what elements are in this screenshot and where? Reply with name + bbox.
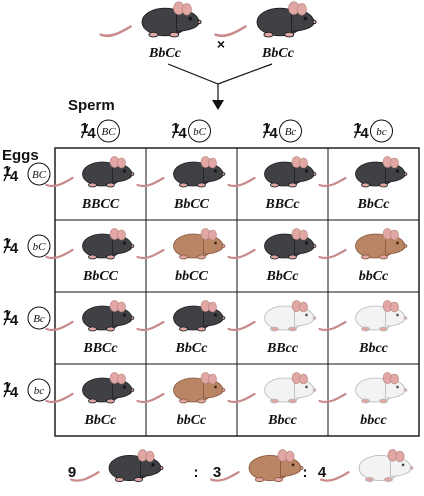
parent-genotype-right: BbCc: [261, 46, 295, 61]
offspring-mouse-white: [318, 371, 408, 405]
offspring-mouse-brown: [136, 227, 226, 261]
svg-text:1: 1: [3, 235, 11, 252]
offspring-mouse-black: [45, 299, 135, 333]
egg-gamete-BC: BC: [27, 162, 51, 186]
egg-fraction-Bc: 14: [3, 307, 19, 329]
egg-gamete-bc: bc: [27, 378, 51, 402]
svg-text:4: 4: [10, 384, 19, 401]
sperm-fraction-Bc: 14: [262, 120, 278, 142]
offspring-mouse-white: [318, 299, 408, 333]
egg-gamete-Bc: Bc: [27, 306, 51, 330]
offspring-mouse-white: [227, 299, 317, 333]
offspring-genotype: BbCc: [175, 341, 209, 356]
sperm-gamete-bC: bC: [188, 119, 211, 143]
offspring-genotype: BbCc: [84, 413, 118, 428]
offspring-mouse-brown: [318, 227, 408, 261]
svg-text:1: 1: [80, 120, 88, 137]
offspring-mouse-black: [45, 227, 135, 261]
offspring-mouse-brown: [136, 371, 226, 405]
offspring-genotype: Bbcc: [267, 413, 298, 428]
offspring-genotype: BBcc: [266, 341, 299, 356]
offspring-genotype: BbCC: [173, 197, 210, 212]
egg-gamete-bC: bC: [27, 234, 51, 258]
offspring-mouse-black: [227, 155, 317, 189]
svg-text:4: 4: [10, 312, 19, 329]
svg-text:Bc: Bc: [285, 126, 297, 138]
parent-mouse-right: [214, 0, 318, 39]
offspring-mouse-black: [318, 155, 408, 189]
sperm-gamete-BC: BC: [97, 119, 120, 143]
offspring-genotype: Bbcc: [358, 341, 389, 356]
parent-mouse-left: [99, 0, 203, 39]
svg-text:4: 4: [10, 168, 19, 185]
eggs-label: Eggs: [2, 147, 39, 164]
offspring-mouse-black: [136, 155, 226, 189]
egg-fraction-bc: 14: [3, 379, 19, 401]
svg-text:1: 1: [3, 163, 11, 180]
svg-text:1: 1: [3, 307, 11, 324]
offspring-genotype: BbCC: [82, 269, 119, 284]
svg-text:bC: bC: [33, 241, 47, 253]
ratio-separator: :: [303, 464, 308, 481]
svg-text:bc: bc: [34, 385, 45, 397]
cross-symbol: ×: [217, 36, 225, 52]
svg-text:bc: bc: [376, 126, 387, 138]
sperm-gamete-Bc: Bc: [279, 119, 302, 143]
ratio-count-white: 4: [318, 464, 327, 481]
offspring-genotype: BbCc: [266, 269, 300, 284]
svg-text:4: 4: [87, 125, 96, 142]
svg-text:BC: BC: [32, 169, 47, 181]
svg-text:4: 4: [178, 125, 187, 142]
sperm-fraction-bc: 14: [353, 120, 369, 142]
ratio-count-black: 9: [68, 464, 76, 481]
parent-genotype-left: BbCc: [148, 46, 182, 61]
svg-text:BC: BC: [101, 126, 116, 138]
offspring-genotype: BBCc: [264, 197, 300, 212]
svg-text:1: 1: [262, 120, 270, 137]
sperm-fraction-bC: 14: [171, 120, 187, 142]
offspring-genotype: BBCC: [81, 197, 120, 212]
ratio-count-brown: 3: [213, 464, 221, 481]
offspring-genotype: bbCc: [359, 269, 389, 284]
svg-text:1: 1: [353, 120, 361, 137]
arrow-head: [212, 100, 224, 110]
offspring-mouse-black: [136, 299, 226, 333]
svg-text:1: 1: [171, 120, 179, 137]
offspring-genotype: BbCc: [357, 197, 391, 212]
sperm-gamete-bc: bc: [370, 119, 393, 143]
offspring-mouse-black: [45, 371, 135, 405]
ratio-mouse-brown: [210, 448, 305, 483]
offspring-genotype: bbCC: [175, 269, 208, 284]
egg-fraction-BC: 14: [3, 163, 19, 185]
svg-text:4: 4: [269, 125, 278, 142]
ratio-separator: :: [194, 464, 199, 481]
svg-text:4: 4: [360, 125, 369, 142]
svg-text:Bc: Bc: [33, 313, 45, 325]
svg-text:1: 1: [3, 379, 11, 396]
sperm-label: Sperm: [68, 97, 115, 114]
svg-text:4: 4: [10, 240, 19, 257]
ratio-mouse-black: [70, 448, 165, 483]
ratio-mouse-white: [320, 448, 415, 483]
offspring-mouse-white: [227, 371, 317, 405]
offspring-genotype: bbcc: [360, 413, 387, 428]
egg-fraction-bC: 14: [3, 235, 19, 257]
offspring-genotype: BBCc: [82, 341, 118, 356]
offspring-mouse-black: [45, 155, 135, 189]
offspring-mouse-black: [227, 227, 317, 261]
cross-arrow: [167, 63, 273, 104]
svg-text:bC: bC: [193, 126, 207, 138]
offspring-genotype: bbCc: [177, 413, 207, 428]
sperm-fraction-BC: 14: [80, 120, 96, 142]
